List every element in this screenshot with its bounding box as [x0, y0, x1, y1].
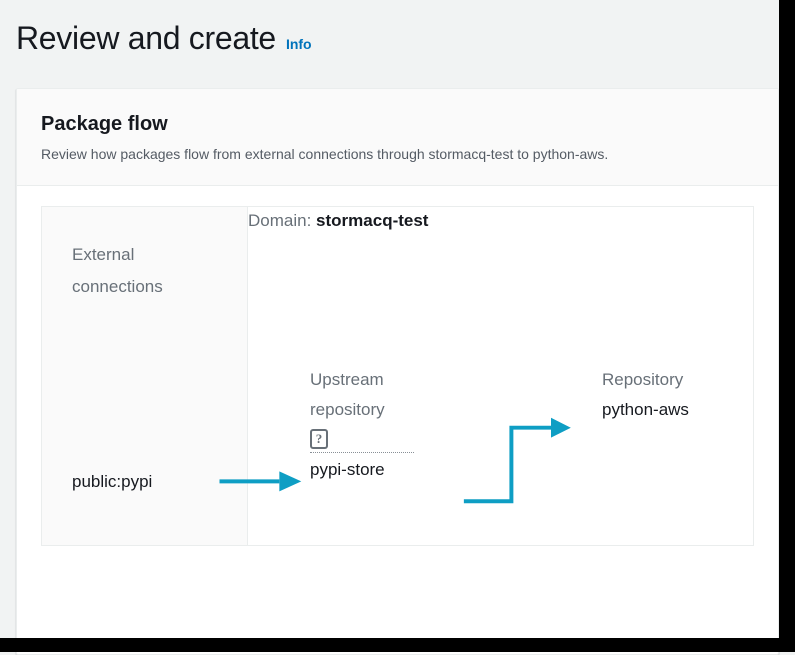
dotted-divider	[310, 452, 414, 453]
external-connections-pane: External connections public:pypi	[42, 207, 248, 545]
upstream-repository-label: Upstream repository	[310, 370, 385, 419]
domain-pane: Domain: stormacq-test Upstream repositor…	[248, 207, 753, 545]
external-connections-label: External connections	[72, 245, 163, 296]
upstream-repository-node: Upstream repository ? pypi-store	[310, 365, 440, 485]
repository-value: python-aws	[602, 400, 689, 419]
card-description: Review how packages flow from external c…	[41, 146, 609, 162]
package-flow-card: Package flow Review how packages flow fr…	[16, 88, 779, 655]
domain-label-prefix: Domain:	[248, 211, 312, 230]
screenshot-torn-edge-bottom	[0, 638, 795, 652]
page-title: Review and create	[16, 20, 276, 56]
repository-node: Repository python-aws	[602, 365, 717, 425]
info-link[interactable]: Info	[285, 36, 312, 52]
page-header: Review and create Info	[16, 18, 312, 58]
package-flow-diagram: External connections public:pypi Domain:…	[41, 206, 754, 546]
external-connection-value: public:pypi	[72, 472, 153, 491]
broken-image-icon: ?	[310, 429, 328, 449]
screenshot-torn-edge-right	[779, 0, 795, 652]
card-title: Package flow	[41, 113, 168, 135]
card-header: Package flow Review how packages flow fr…	[17, 89, 778, 186]
domain-name: stormacq-test	[316, 211, 429, 230]
repository-label: Repository	[602, 370, 684, 389]
diagram-wrapper: External connections public:pypi Domain:…	[17, 186, 778, 566]
upstream-repository-value: pypi-store	[310, 460, 385, 479]
domain-label: Domain: stormacq-test	[248, 207, 753, 235]
